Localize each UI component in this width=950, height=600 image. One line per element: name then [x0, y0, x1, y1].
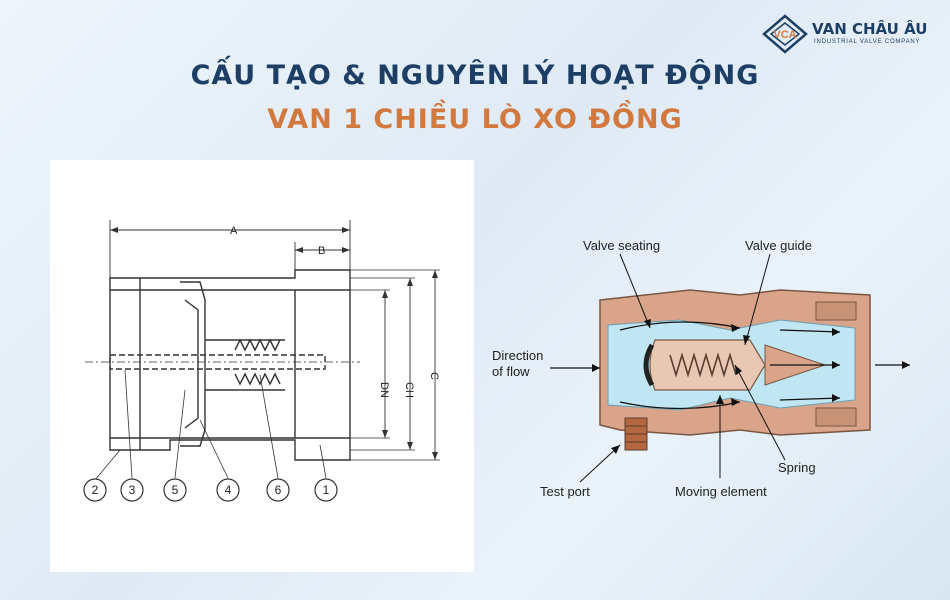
dim-b-label: B	[318, 245, 325, 257]
dim-ch-label: CH	[403, 382, 415, 398]
label-test-port: Test port	[540, 484, 590, 499]
end-cap-bottom	[815, 407, 857, 427]
part-number-1: 1	[323, 483, 330, 497]
flow-arrow-lower	[619, 401, 741, 410]
part-callout-1	[314, 478, 338, 502]
moving-element-shape	[649, 339, 766, 391]
spring-shape	[669, 352, 737, 378]
logo-name: VAN CHÂU ÂU	[812, 20, 928, 38]
valve-seat-shape	[643, 343, 655, 387]
label-moving-element: Moving element	[675, 484, 767, 499]
flow-arrow-upper	[619, 321, 741, 331]
part-number-3: 3	[129, 483, 136, 497]
page-title: CẤU TẠO & NGUYÊN LÝ HOẠT ĐỘNG	[190, 60, 760, 91]
flow-diagram: Valve seating Valve guide Direction of f…	[492, 238, 910, 499]
part-callout-2	[83, 478, 107, 502]
label-valve-guide: Valve guide	[745, 238, 812, 253]
part-callout-5	[163, 478, 187, 502]
logo-badge-text: VCA	[773, 29, 796, 41]
end-cap-top	[815, 301, 857, 321]
label-valve-seating: Valve seating	[583, 238, 660, 253]
part-number-6: 6	[275, 483, 282, 497]
dim-a-label: A	[230, 225, 238, 237]
label-spring: Spring	[778, 460, 816, 475]
brand-logo: VCA VAN CHÂU ÂU INDUSTRIAL VALVE COMPANY	[762, 14, 932, 54]
part-callout-6	[266, 478, 290, 502]
part-number-5: 5	[172, 483, 179, 497]
part-number-4: 4	[225, 483, 232, 497]
logo-subtitle: INDUSTRIAL VALVE COMPANY	[814, 39, 921, 45]
logo-mark-icon: VCA	[762, 14, 808, 54]
page-subtitle: VAN 1 CHIỀU LÒ XO ĐỒNG	[267, 104, 683, 135]
technical-drawing: A B DN CH C 2 3 5 4 6 1	[83, 220, 440, 502]
label-direction-of-flow-1: Direction	[492, 348, 543, 363]
dim-dn-label: DN	[378, 382, 390, 398]
part-callout-3	[120, 478, 144, 502]
dim-c-label: C	[428, 372, 440, 380]
part-callout-4	[216, 478, 240, 502]
technical-drawing-panel: A B DN CH C 2 3 5 4 6 1	[50, 160, 474, 572]
part-number-2: 2	[92, 483, 99, 497]
label-direction-of-flow-2: of flow	[492, 364, 530, 379]
flow-diagram-panel: Valve seating Valve guide Direction of f…	[480, 220, 940, 520]
